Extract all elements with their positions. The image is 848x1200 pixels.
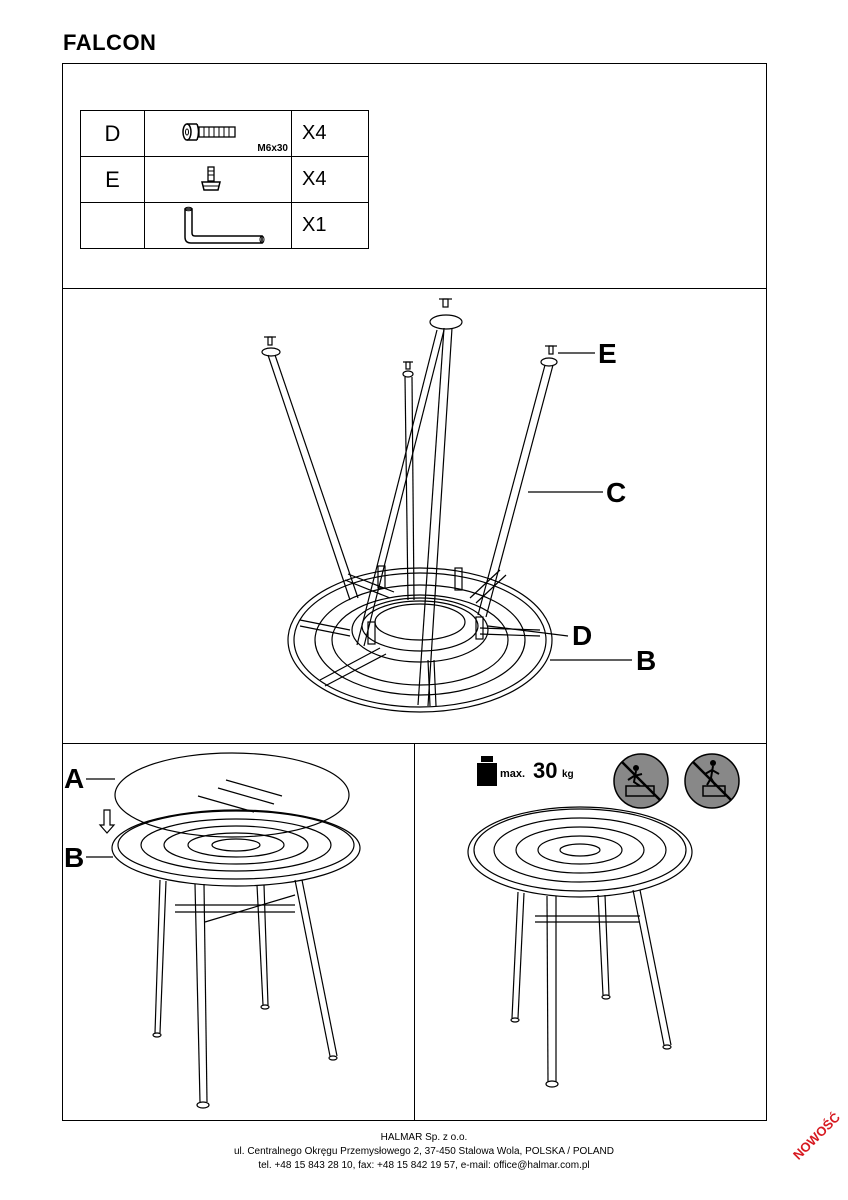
part-quantity: X4 (291, 110, 369, 157)
footer-contact: tel. +48 15 843 28 10, fax: +48 15 842 1… (258, 1160, 590, 1171)
parts-row: X1 (80, 202, 369, 249)
part-picture (144, 202, 292, 249)
allen-key-icon (184, 206, 265, 244)
part-label: E (80, 156, 145, 203)
footer-company: HALMAR Sp. z o.o. (380, 1132, 468, 1143)
no-standing-icon (613, 753, 669, 809)
part-picture: M6x30 (144, 110, 292, 157)
part-quantity: X1 (291, 202, 369, 249)
max-load-unit: kg (562, 769, 574, 780)
callout-e: E (598, 338, 617, 369)
callout-a: A (64, 763, 85, 794)
callout-c: C (606, 477, 627, 508)
part-label (80, 202, 145, 249)
parts-row: D M6x30 X4 (80, 110, 369, 157)
max-load-value: 30 (533, 758, 558, 783)
footer-address: ul. Centralnego Okręgu Przemysłowego 2, … (233, 1146, 614, 1157)
part-picture (144, 156, 292, 203)
callout-d: D (572, 620, 593, 651)
parts-row: E X4 (80, 156, 369, 203)
callout-b: B (636, 645, 657, 676)
section-divider (414, 743, 415, 1121)
part-quantity: X4 (291, 156, 369, 203)
max-load-prefix: max. (500, 768, 526, 780)
section-divider (62, 288, 767, 289)
bolt-icon (182, 123, 236, 141)
callout-b-step2: B (64, 842, 85, 873)
foot-glide-icon (201, 166, 221, 191)
product-title: FALCON (63, 30, 157, 55)
bolt-size-label: M6x30 (257, 143, 288, 154)
parts-table: D M6x30 X4 E (80, 110, 369, 249)
weight-icon (477, 756, 497, 786)
part-label: D (80, 110, 145, 157)
no-climbing-icon (684, 753, 740, 809)
